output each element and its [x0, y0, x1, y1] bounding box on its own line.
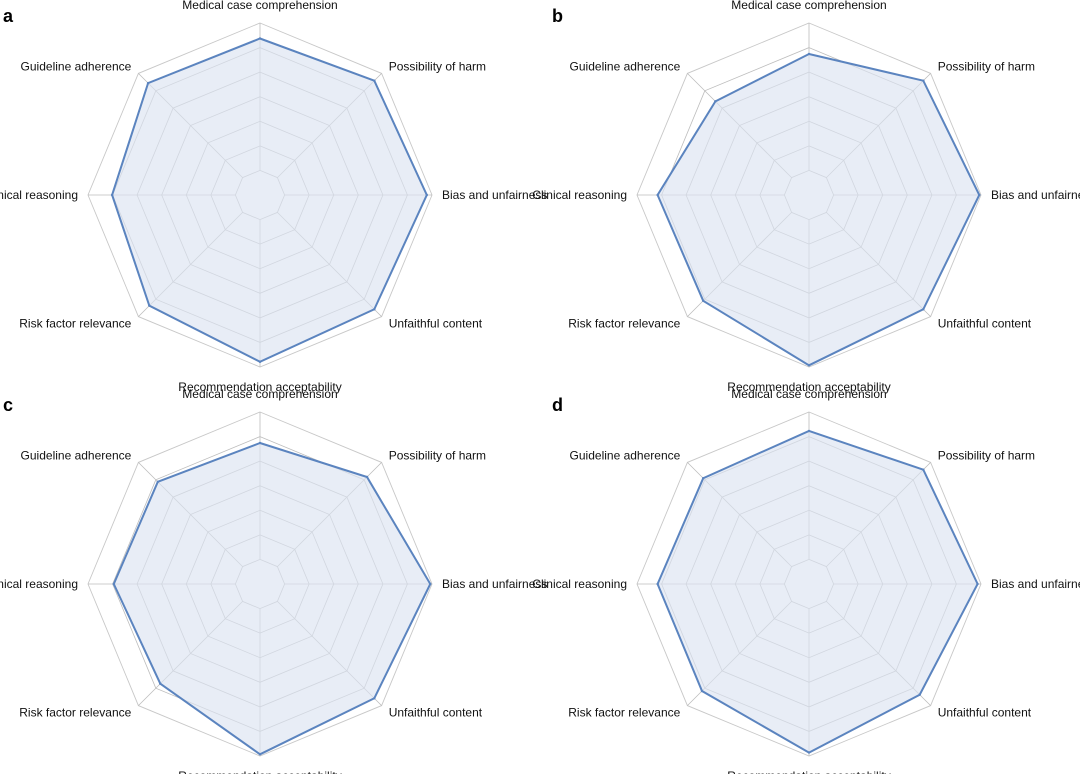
- axis-label-guideline-adherence: Guideline adherence: [21, 448, 132, 462]
- axis-label-possibility-of-harm: Possibility of harm: [938, 448, 1035, 462]
- axis-label-clinical-reasoning: Clinical reasoning: [0, 188, 78, 202]
- data-point-unfaithful-content: [373, 308, 376, 311]
- axis-label-recommendation-acceptability: Recommendation acceptability: [727, 769, 890, 774]
- data-point-guideline-adherence: [156, 480, 160, 484]
- data-point-clinical-reasoning: [656, 193, 659, 197]
- data-point-recommendation-acceptability: [258, 753, 262, 756]
- data-point-risk-factor-relevance: [159, 682, 162, 685]
- axis-label-guideline-adherence: Guideline adherence: [570, 448, 681, 462]
- axis-label-risk-factor-relevance: Risk factor relevance: [568, 317, 680, 331]
- data-point-medical-case-comprehension: [807, 52, 811, 56]
- axis-label-medical-case-comprehension: Medical case comprehension: [731, 0, 886, 12]
- panel-letter: a: [3, 6, 14, 26]
- axis-label-recommendation-acceptability: Recommendation acceptability: [178, 769, 341, 774]
- axis-label-recommendation-acceptability: Recommendation acceptability: [727, 380, 890, 394]
- data-point-risk-factor-relevance: [148, 304, 151, 307]
- panel-letter: b: [552, 6, 563, 26]
- axis-label-bias-and-unfairness: Bias and unfairness: [442, 188, 547, 202]
- data-point-bias-and-unfairness: [429, 582, 432, 586]
- data-point-bias-and-unfairness: [978, 193, 981, 197]
- data-point-bias-and-unfairness: [425, 193, 429, 197]
- axis-label-bias-and-unfairness: Bias and unfairness: [442, 577, 547, 591]
- axis-label-guideline-adherence: Guideline adherence: [570, 59, 681, 73]
- data-point-recommendation-acceptability: [807, 364, 811, 367]
- axis-label-medical-case-comprehension: Medical case comprehension: [182, 0, 337, 12]
- data-point-unfaithful-content: [373, 697, 376, 700]
- data-point-bias-and-unfairness: [976, 582, 979, 586]
- data-point-guideline-adherence: [714, 100, 717, 103]
- data-point-possibility-of-harm: [922, 468, 925, 471]
- data-point-clinical-reasoning: [110, 193, 114, 197]
- axis-label-bias-and-unfairness: Bias and unfairness: [991, 188, 1080, 202]
- data-point-unfaithful-content: [922, 308, 925, 311]
- data-point-recommendation-acceptability: [258, 360, 262, 364]
- radar-series-area: [112, 441, 432, 756]
- axis-label-risk-factor-relevance: Risk factor relevance: [568, 706, 680, 720]
- data-point-risk-factor-relevance: [700, 689, 704, 693]
- radar-series-area: [656, 52, 981, 367]
- axis-label-guideline-adherence: Guideline adherence: [21, 59, 132, 73]
- radar-series-area: [111, 37, 428, 363]
- axis-label-bias-and-unfairness: Bias and unfairness: [991, 577, 1080, 591]
- axis-label-medical-case-comprehension: Medical case comprehension: [731, 387, 886, 401]
- axis-label-recommendation-acceptability: Recommendation acceptability: [178, 380, 341, 394]
- data-point-unfaithful-content: [918, 693, 921, 696]
- axis-label-clinical-reasoning: Clinical reasoning: [532, 188, 627, 202]
- axis-label-possibility-of-harm: Possibility of harm: [389, 59, 486, 73]
- data-point-guideline-adherence: [701, 476, 705, 480]
- data-point-medical-case-comprehension: [258, 441, 262, 445]
- data-point-risk-factor-relevance: [701, 299, 705, 303]
- axis-label-unfaithful-content: Unfaithful content: [389, 706, 483, 720]
- data-point-clinical-reasoning: [656, 582, 659, 586]
- data-point-possibility-of-harm: [922, 79, 925, 82]
- panel-letter: c: [3, 395, 13, 415]
- data-point-medical-case-comprehension: [258, 37, 262, 40]
- axis-label-unfaithful-content: Unfaithful content: [938, 317, 1032, 331]
- data-point-possibility-of-harm: [365, 475, 369, 479]
- axis-label-clinical-reasoning: Clinical reasoning: [0, 577, 78, 591]
- axis-label-risk-factor-relevance: Risk factor relevance: [19, 706, 131, 720]
- axis-label-risk-factor-relevance: Risk factor relevance: [19, 317, 131, 331]
- axis-label-unfaithful-content: Unfaithful content: [389, 317, 483, 331]
- panel-letter: d: [552, 395, 563, 415]
- data-point-clinical-reasoning: [112, 582, 116, 586]
- axis-label-possibility-of-harm: Possibility of harm: [389, 448, 486, 462]
- axis-label-possibility-of-harm: Possibility of harm: [938, 59, 1035, 73]
- data-point-possibility-of-harm: [373, 79, 376, 82]
- data-point-medical-case-comprehension: [807, 429, 811, 433]
- data-point-guideline-adherence: [146, 81, 150, 85]
- axis-label-medical-case-comprehension: Medical case comprehension: [182, 387, 337, 401]
- axis-label-unfaithful-content: Unfaithful content: [938, 706, 1032, 720]
- data-point-recommendation-acceptability: [807, 751, 811, 754]
- axis-label-clinical-reasoning: Clinical reasoning: [532, 577, 627, 591]
